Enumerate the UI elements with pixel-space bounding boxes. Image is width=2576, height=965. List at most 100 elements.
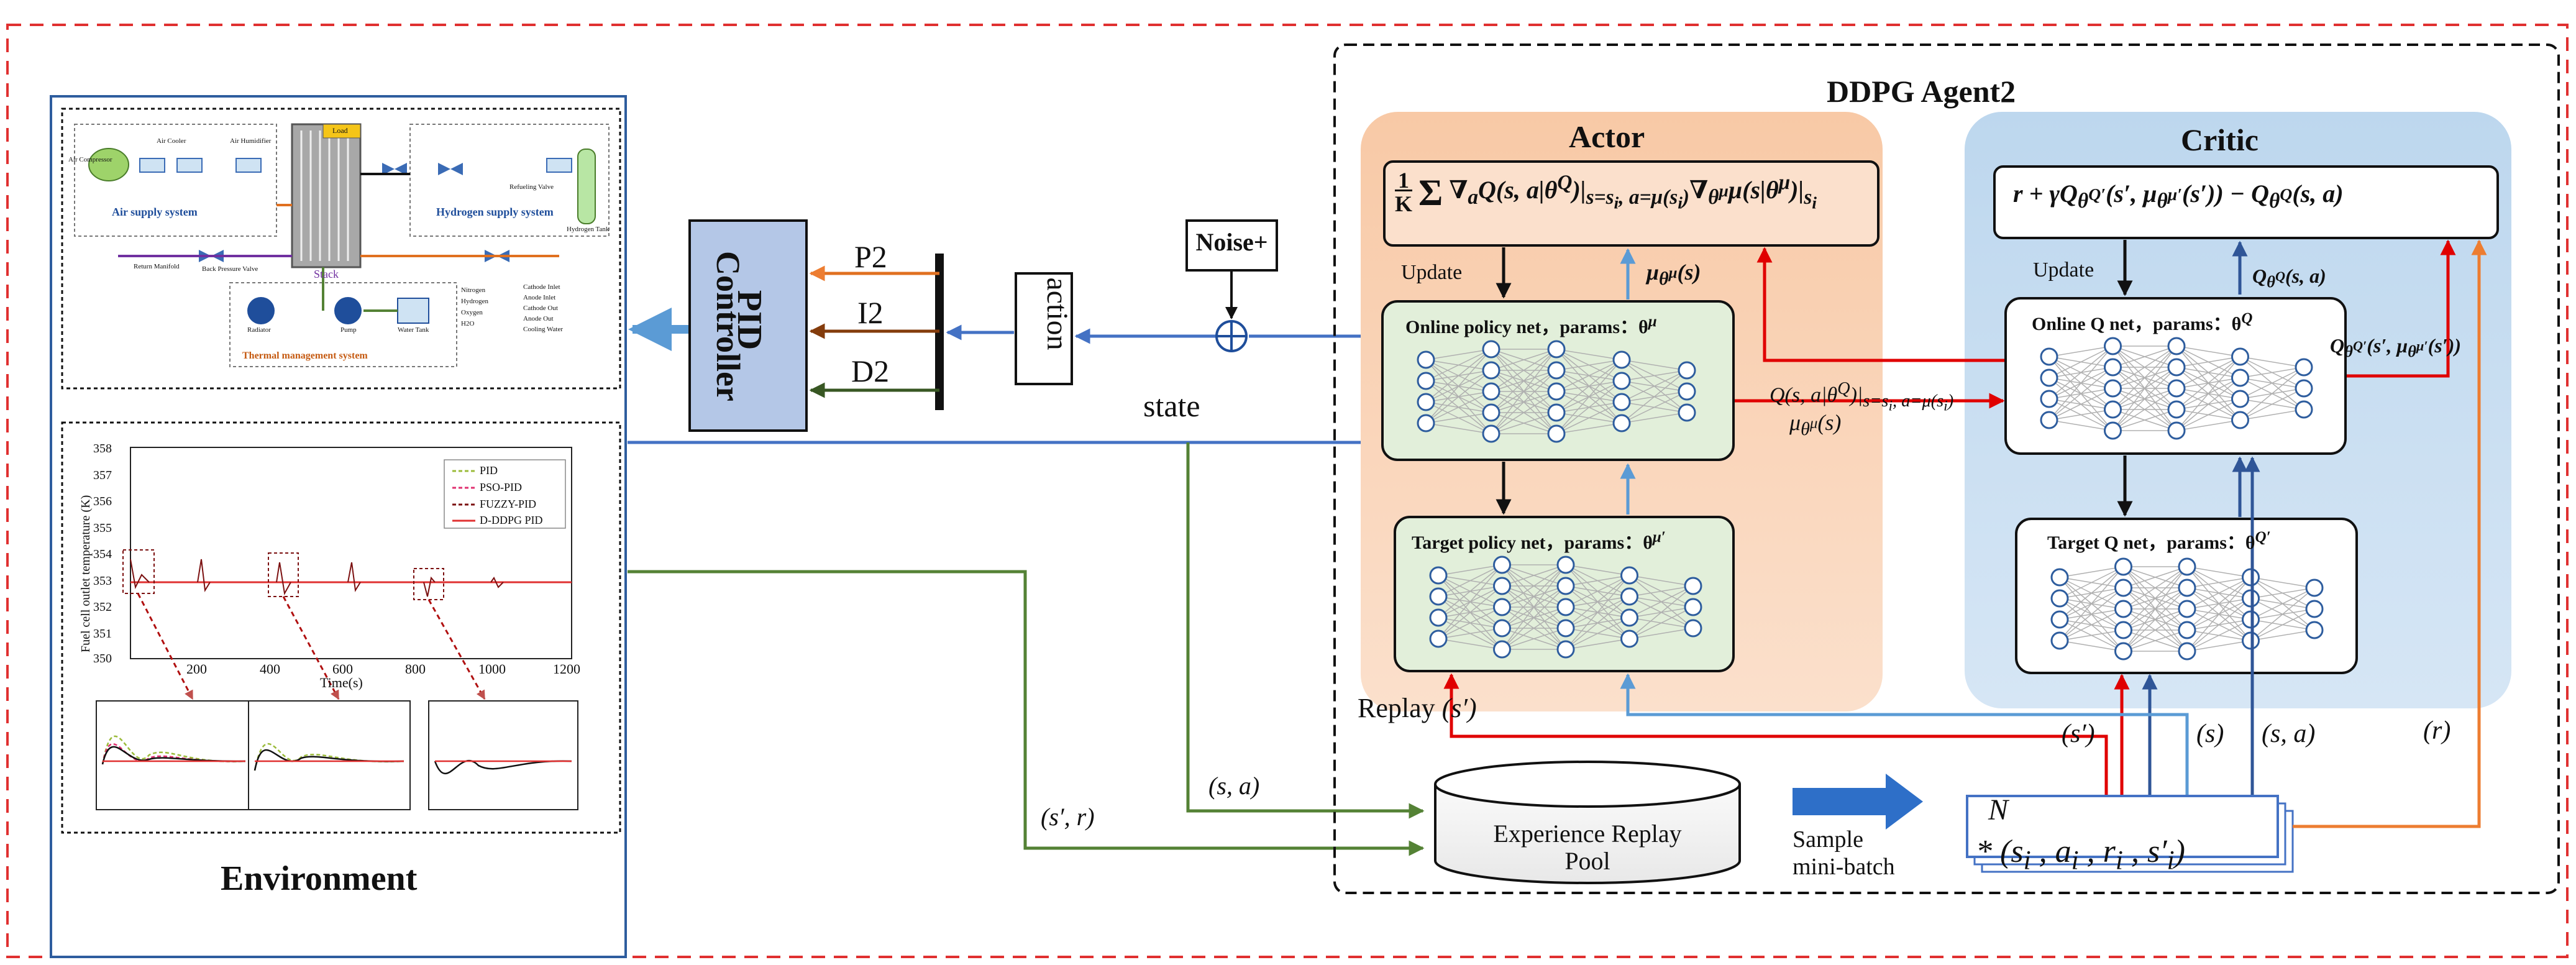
net-connection: [1438, 564, 1502, 597]
critic-target-formula: r + γQθQ′(s′, μθμ′(s′)) − QθQ(s, a): [2013, 180, 2344, 213]
net-connection: [1501, 564, 1566, 629]
schematic-legend-item: Cathode Inlet: [523, 283, 560, 291]
net-node: [2104, 337, 2122, 355]
net-connection: [2176, 356, 2240, 368]
net-node: [1482, 340, 1500, 359]
net-node: [1684, 619, 1702, 638]
net-node: [2295, 358, 2313, 377]
net-connection: [1438, 585, 1502, 639]
net-connection: [1438, 606, 1502, 639]
net-connection: [1556, 359, 1622, 392]
net-connection: [1629, 585, 1694, 597]
net-node: [1482, 403, 1500, 422]
net-connection: [1565, 575, 1630, 587]
net-node: [2040, 347, 2058, 366]
state-label: state: [1143, 388, 1200, 423]
net-node: [2178, 642, 2196, 661]
controller-label: Controller: [710, 251, 747, 401]
plot-xtick: 200: [186, 661, 207, 677]
net-node: [2305, 579, 2324, 597]
net-connection: [1501, 564, 1566, 650]
hydrogen-tank-icon: [577, 149, 596, 224]
net-connection: [2186, 577, 2251, 631]
net-node: [1429, 629, 1448, 648]
net-connection: [1491, 370, 1557, 434]
replay-label: Replay (s′): [1358, 693, 1477, 723]
sample-minibatch-arrow: [1793, 774, 1923, 830]
net-node: [1556, 598, 1575, 616]
net-connection: [2186, 619, 2251, 652]
net-node: [2114, 600, 2132, 618]
net-connection: [1425, 412, 1492, 424]
net-connection: [1556, 380, 1622, 434]
net-connection: [2048, 367, 2113, 421]
net-node: [2104, 358, 2122, 377]
net-node: [1493, 577, 1511, 595]
net-node: [2040, 411, 2058, 429]
net-node: [2050, 631, 2069, 650]
component-label: Air Compressor: [68, 156, 112, 163]
s-prime-label: (s′): [2062, 720, 2095, 748]
target-q-value-arrow: [2347, 239, 2456, 378]
net-connection: [1438, 638, 1502, 650]
net-node: [1684, 598, 1702, 616]
net-node: [1547, 361, 1566, 380]
net-connection: [1556, 359, 1622, 371]
net-node: [2167, 337, 2186, 355]
net-connection: [1556, 359, 1622, 413]
schematic-legend-item: Hydrogen: [461, 298, 488, 305]
component-label: Water Tank: [398, 326, 429, 334]
plot-ytick: 353: [93, 574, 112, 588]
environment-title: Environment: [221, 859, 418, 898]
policy-action-label: μθμ(s): [1789, 410, 1842, 440]
net-node: [2231, 411, 2249, 429]
transition-tuple-label: * (si , ai , ri , s′i): [1976, 834, 2185, 876]
plot-xlabel: Time(s): [320, 675, 363, 690]
net-connection: [2240, 367, 2304, 421]
buffer-n-label: N: [1988, 793, 2009, 826]
net-connection: [2240, 367, 2304, 378]
plot-ytick: 352: [93, 600, 112, 614]
net-node: [2050, 568, 2069, 587]
sa-label: (s, a): [2262, 720, 2316, 748]
net-node: [1556, 640, 1575, 659]
net-node: [2178, 600, 2196, 618]
schematic-legend-item: Anode Inlet: [523, 294, 556, 301]
agent-title: DDPG Agent2: [1827, 74, 2016, 109]
schematic-legend-item: Oxygen: [461, 309, 483, 316]
plot-ytick: 351: [93, 627, 112, 641]
net-node: [1482, 424, 1500, 443]
net-connection: [1502, 564, 1566, 608]
component-label: Pump: [340, 326, 357, 334]
net-connection: [2048, 409, 2113, 421]
noise-box: [1185, 219, 1278, 272]
fuel-cell-schematic: [74, 123, 610, 367]
net-node: [2050, 610, 2069, 629]
net-connection: [2176, 377, 2240, 431]
net-connection: [2176, 356, 2240, 410]
net-connection: [2059, 640, 2124, 652]
net-node: [1678, 382, 1696, 401]
net-connection: [2123, 566, 2188, 610]
net-connection: [1621, 412, 1688, 424]
net-node: [1678, 403, 1696, 422]
net-connection: [1629, 585, 1694, 618]
net-connection: [2186, 598, 2251, 652]
net-node: [1417, 393, 1435, 411]
plot-xtick: 800: [405, 661, 426, 677]
net-node: [2114, 579, 2132, 597]
net-node: [2178, 579, 2196, 597]
plot-ytick: 355: [93, 521, 112, 535]
schematic-legend-item: Anode Out: [523, 315, 554, 322]
net-connection: [1502, 606, 1566, 650]
net-connection: [1629, 585, 1694, 639]
net-connection: [1629, 606, 1694, 639]
net-connection: [2176, 419, 2240, 431]
net-connection: [1565, 617, 1630, 650]
online-policy-net-box: [1381, 300, 1735, 461]
thermal-label: Thermal management system: [242, 350, 368, 361]
air-supply-label: Air supply system: [112, 206, 198, 218]
replay-state-arrow: [1620, 673, 2189, 795]
